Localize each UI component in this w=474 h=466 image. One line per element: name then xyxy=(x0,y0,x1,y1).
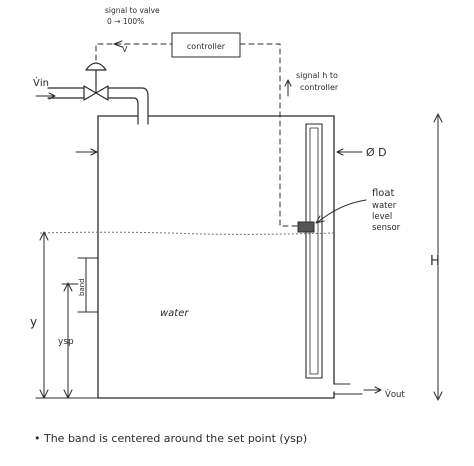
tank xyxy=(97,115,382,399)
water-level-line xyxy=(39,231,335,235)
vout-label: V̇out xyxy=(385,388,405,400)
signal-path xyxy=(95,40,301,227)
valve-actuator xyxy=(85,62,107,71)
sensor-signal-line xyxy=(239,43,301,227)
valve-body xyxy=(83,85,109,101)
water-label: water xyxy=(160,308,189,319)
signal-to-valve-label: signal to valve xyxy=(105,6,160,15)
diameter-label: Ø D xyxy=(366,146,387,159)
float-sensor xyxy=(297,221,315,233)
inflow-arrow-head xyxy=(48,92,56,100)
valve-range-label: 0 → 100% xyxy=(107,17,144,26)
band-note: • The band is centered around the set po… xyxy=(34,432,307,445)
valve-v-label: V̇ xyxy=(122,44,128,54)
float-water-label: water xyxy=(372,201,397,211)
pipe-bend-outer xyxy=(107,87,149,125)
float-level-label: level xyxy=(372,212,392,222)
inlet-valve xyxy=(83,62,109,101)
valve-signal-arrow xyxy=(113,40,123,48)
sensor-tube xyxy=(305,123,323,379)
sensor-tube-inner xyxy=(309,127,319,375)
float-pointer xyxy=(317,199,367,223)
tank-left-wall xyxy=(97,115,311,399)
vin-label: V̇in xyxy=(33,76,49,89)
sensor-tube-outer xyxy=(305,123,323,379)
float-pointer-head xyxy=(315,215,325,224)
y-label: y xyxy=(30,315,37,329)
ysp-arrow-top xyxy=(63,282,73,292)
float-label: float xyxy=(372,188,395,199)
ysp-label: ysp xyxy=(58,337,74,347)
height-arrow-top xyxy=(433,113,443,123)
outflow-arrow-head xyxy=(374,386,382,394)
pipe-bend-inner xyxy=(107,97,139,125)
controller-label: controller xyxy=(187,42,226,51)
y-arrow-top xyxy=(39,231,49,241)
controller-box xyxy=(171,32,241,58)
side-arrow-head xyxy=(90,148,98,156)
outlet-corner xyxy=(309,391,335,399)
band-label: band xyxy=(78,278,86,296)
signal-h-label-2: controller xyxy=(300,83,339,92)
ysp-arrow-bottom xyxy=(63,389,73,399)
signal-h-label: signal h to xyxy=(296,71,338,80)
valve-signal-line xyxy=(95,43,173,61)
diameter-arrow-head xyxy=(336,148,344,156)
height-arrow-bottom xyxy=(433,391,443,401)
float-sensor-label: sensor xyxy=(372,223,401,233)
signal-h-arrow-head xyxy=(284,79,292,87)
height-label: H xyxy=(430,254,440,269)
